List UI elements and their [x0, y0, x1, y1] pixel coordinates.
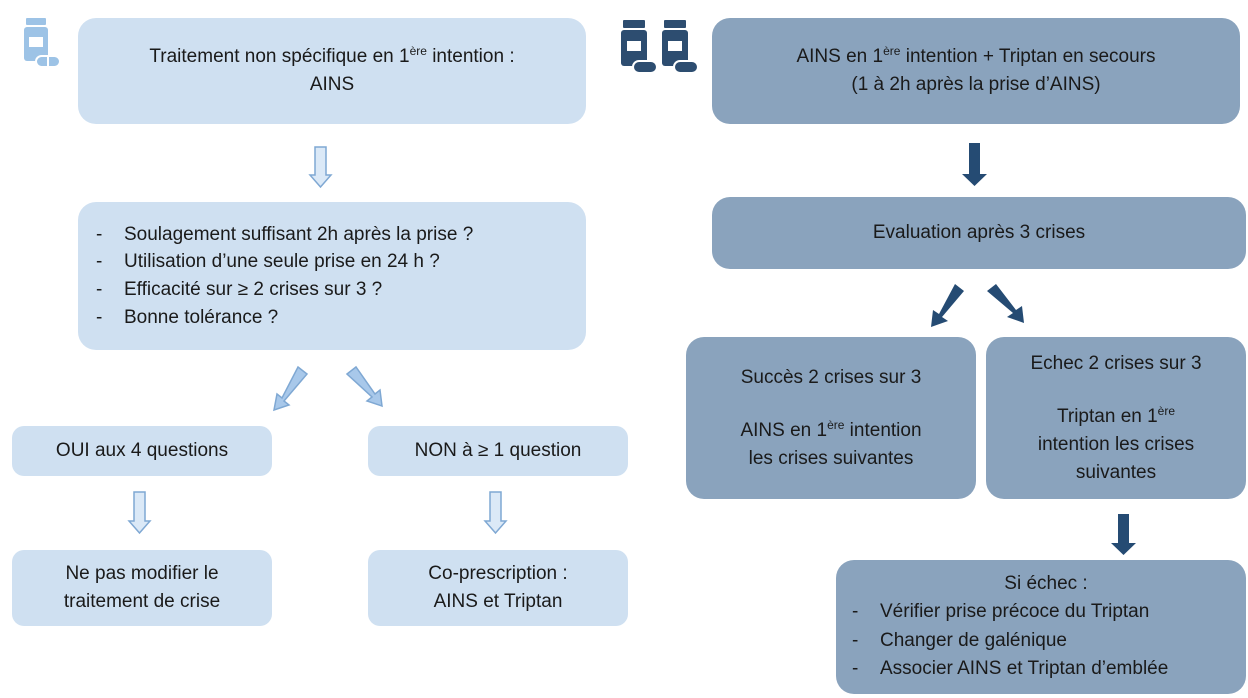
down-arrow-icon [308, 146, 333, 189]
questions-box: Soulagement suffisant 2h après la prise … [78, 202, 586, 350]
question-item: Bonne tolérance ? [90, 304, 473, 332]
down-arrow-icon [962, 143, 987, 186]
question-item: Efficacité sur ≥ 2 crises sur 3 ? [90, 276, 473, 304]
success-box: Succès 2 crises sur 3 AINS en 1ère inten… [686, 337, 976, 499]
two-pill-bottles-icon [621, 20, 699, 74]
question-item: Soulagement suffisant 2h après la prise … [90, 221, 473, 249]
diagonal-arrow-icon [345, 365, 383, 408]
pill-bottle-icon [24, 18, 61, 68]
diagonal-arrow-icon [273, 365, 309, 412]
co-prescription-box: Co-prescription : AINS et Triptan [368, 550, 628, 626]
nsaid-first-line-box: Traitement non spécifique en 1ère intent… [78, 18, 586, 124]
down-arrow-icon [483, 491, 508, 535]
if-failure-box: Si échec : Vérifier prise précoce du Tri… [836, 560, 1246, 694]
keep-treatment-box: Ne pas modifier le traitement de crise [12, 550, 272, 626]
questions-list: Soulagement suffisant 2h après la prise … [90, 221, 473, 331]
no-at-least-one-box: NON à ≥ 1 question [368, 426, 628, 476]
failure-box: Echec 2 crises sur 3 Triptan en 1ère int… [986, 337, 1246, 499]
nsaid-triptan-rescue-box: AINS en 1ère intention + Triptan en seco… [712, 18, 1240, 124]
action-item: Associer AINS et Triptan d’emblée [846, 655, 1168, 684]
yes-all-questions-box: OUI aux 4 questions [12, 426, 272, 476]
diagonal-arrow-icon [987, 284, 1024, 323]
down-arrow-icon [1111, 514, 1136, 555]
action-item: Changer de galénique [846, 627, 1168, 656]
down-arrow-icon [127, 491, 152, 535]
action-item: Vérifier prise précoce du Triptan [846, 598, 1168, 627]
diagonal-arrow-icon [931, 284, 964, 327]
if-failure-list: Vérifier prise précoce du Triptan Change… [846, 598, 1168, 684]
question-item: Utilisation d’une seule prise en 24 h ? [90, 248, 473, 276]
evaluation-box: Evaluation après 3 crises [712, 197, 1246, 269]
